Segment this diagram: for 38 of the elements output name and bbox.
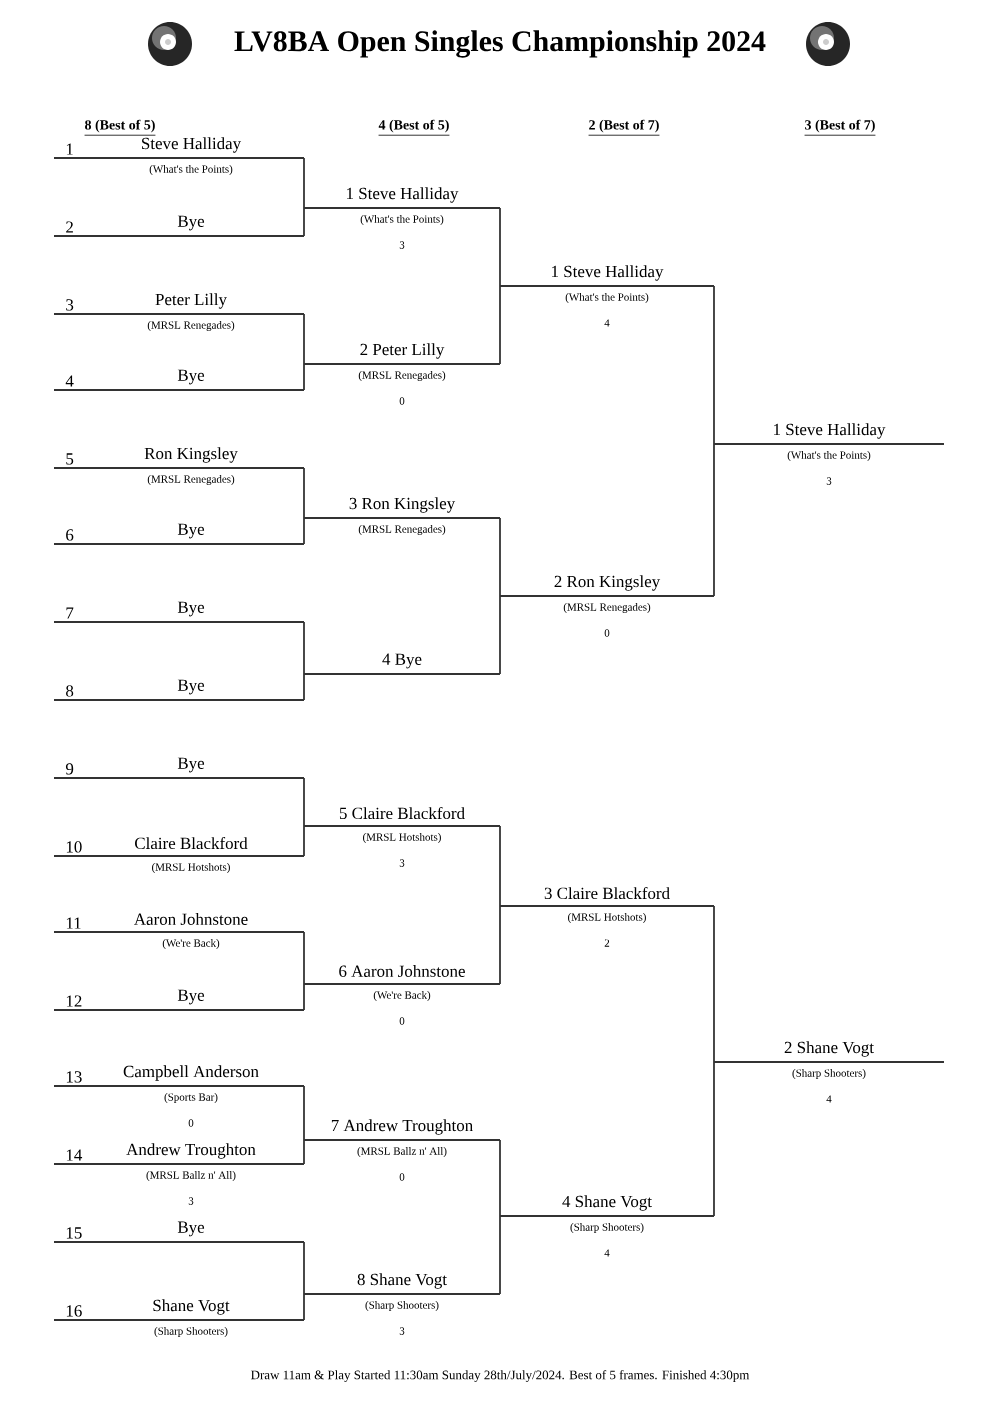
bracket-slot: 7 Bye (53, 601, 305, 623)
bracket-line (303, 673, 305, 701)
bracket-line (303, 825, 305, 857)
bracket-line (303, 1293, 305, 1321)
bracket-line (713, 905, 715, 1063)
bracket-line (303, 983, 305, 1011)
bracket-line (303, 1241, 305, 1295)
bracket-line (499, 285, 501, 365)
bracket-line (303, 931, 305, 985)
bracket-line (713, 443, 715, 597)
title: LV8BA Open Singles Championship 2024 (234, 30, 766, 58)
bracket-line (303, 157, 305, 209)
bracket-slot: 12 Bye (53, 989, 305, 1011)
bracket-line (499, 1139, 501, 1217)
bracket-line (303, 467, 305, 519)
bracket-line (303, 207, 305, 237)
bracket-line (499, 905, 501, 985)
bracket-slot: 9 Bye (53, 757, 305, 779)
bracket-line (303, 1085, 305, 1141)
bracket-line (499, 1215, 501, 1295)
bracket-line (499, 517, 501, 597)
bracket-line (499, 595, 501, 675)
bracket-slot: 4 Bye (303, 653, 501, 675)
bracket-line (303, 1139, 305, 1165)
bracket-slot: 8 Bye (53, 679, 305, 701)
bracket-slot: 4 Bye (53, 369, 305, 391)
bracket-slot: 6 Bye (53, 523, 305, 545)
bracket-line (303, 313, 305, 365)
bracket-slot: 15 Bye (53, 1221, 305, 1243)
bracket-line (499, 207, 501, 287)
bracket-line (713, 285, 715, 445)
bracket-line (303, 363, 305, 391)
bracket-line (713, 1061, 715, 1217)
bracket-line (303, 777, 305, 827)
bracket-line (303, 621, 305, 675)
bracket-slot: 2 Bye (53, 215, 305, 237)
bracket-line (303, 517, 305, 545)
bracket-line (499, 825, 501, 907)
